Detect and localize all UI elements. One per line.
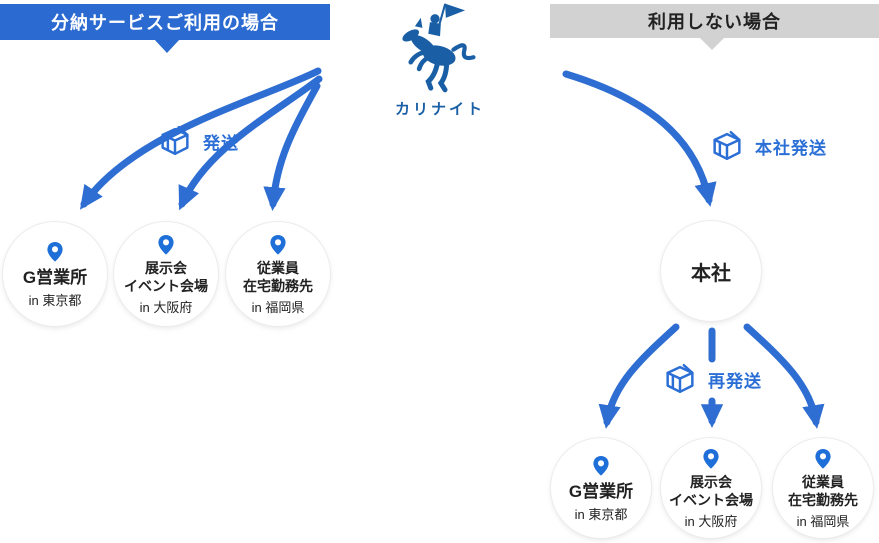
- destination-location: in 大阪府: [684, 514, 738, 529]
- mascot-name: カリナイト: [394, 101, 485, 118]
- arrow-hq-to-employee: [743, 323, 825, 429]
- ship-label-hq-text: 本社発送: [755, 138, 827, 158]
- destination-name: 展示会 イベント会場: [669, 474, 753, 508]
- destination-location: in 東京都: [28, 293, 82, 309]
- location-pin-icon: [47, 241, 63, 262]
- headquarters-circle: 本社: [661, 221, 761, 321]
- ship-label-reship: 再発送: [661, 360, 762, 398]
- arrow-to-event-venue-left: [178, 75, 323, 211]
- ship-label-hq: 本社発送: [708, 127, 827, 165]
- right-banner-pointer: [699, 37, 725, 50]
- destination-name: G営業所: [568, 481, 634, 501]
- left-banner-pointer: [154, 39, 180, 53]
- destination-name: 従業員 在宅勤務先: [788, 474, 858, 508]
- destination-location: in 福岡県: [796, 514, 850, 529]
- right-case-banner-label: 利用しない場合: [648, 12, 781, 32]
- destination-name: G営業所: [22, 267, 88, 287]
- destination-circle-sales-office-right: G営業所 in 東京都: [551, 438, 651, 538]
- destination-location: in 大阪府: [139, 300, 193, 315]
- destination-name: 展示会 イベント会場: [124, 260, 208, 294]
- package-box-icon: [713, 130, 741, 161]
- destination-location: in 東京都: [574, 507, 628, 523]
- location-pin-icon: [270, 234, 286, 255]
- ship-label-reship-text: 再発送: [708, 371, 762, 391]
- ship-label-left-text: 発送: [203, 133, 239, 153]
- location-pin-icon: [815, 448, 831, 469]
- destination-circle-employee-left: 従業員 在宅勤務先 in 福岡県: [226, 222, 330, 326]
- arrow-to-employee-left: [263, 82, 321, 211]
- location-pin-icon: [593, 455, 609, 476]
- destination-name: 従業員 在宅勤務先: [243, 260, 313, 294]
- knight-horse-icon: [402, 3, 476, 93]
- destination-circle-event-venue-right: 展示会 イベント会場 in 大阪府: [661, 438, 761, 538]
- destination-circle-event-venue-left: 展示会 イベント会場 in 大阪府: [114, 222, 218, 326]
- ship-label-left: 発送: [156, 122, 239, 160]
- destination-location: in 福岡県: [251, 300, 305, 315]
- arrow-to-headquarters: [562, 70, 717, 207]
- location-pin-icon: [703, 448, 719, 469]
- package-box-icon: [666, 363, 694, 394]
- arrow-to-sales-office-left: [80, 67, 322, 210]
- location-pin-icon: [158, 234, 174, 255]
- knight-mascot: カリナイト: [386, 2, 494, 119]
- arrow-hq-to-sales-office: [598, 323, 680, 429]
- right-case-banner: 利用しない場合: [550, 4, 879, 38]
- destination-circle-employee-right: 従業員 在宅勤務先 in 福岡県: [773, 438, 873, 538]
- left-case-banner: 分納サービスご利用の場合: [0, 4, 330, 40]
- destination-circle-sales-office-left: G営業所 in 東京都: [3, 222, 107, 326]
- package-box-icon: [161, 125, 189, 156]
- headquarters-label: 本社: [691, 262, 731, 285]
- left-case-banner-label: 分納サービスご利用の場合: [51, 13, 279, 33]
